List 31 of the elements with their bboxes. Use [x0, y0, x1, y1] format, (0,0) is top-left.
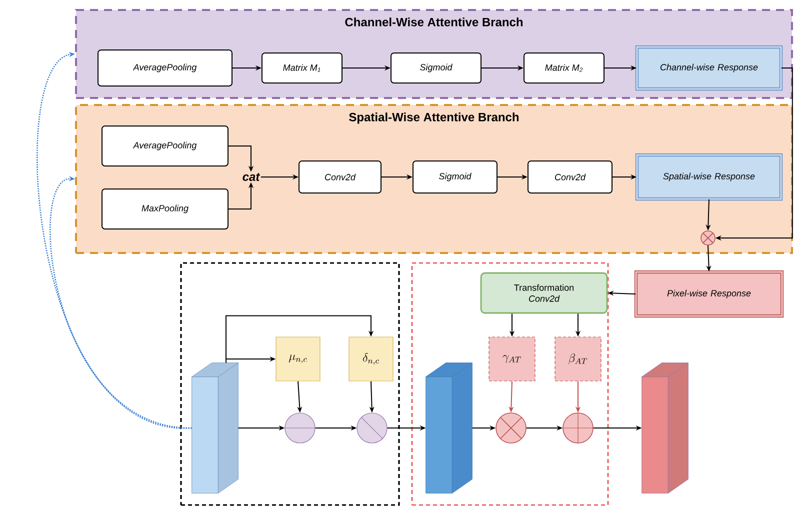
parameter-box: $\beta_{AT}$	[554, 336, 602, 382]
subtract-operator	[284, 412, 316, 444]
arrow	[226, 315, 374, 364]
feature-map-block	[642, 362, 688, 494]
process-box: Conv2d	[298, 160, 382, 194]
feature-map-block	[192, 362, 238, 494]
response-box: Channel-wise Response	[635, 45, 783, 91]
process-box: AveragePooling	[102, 126, 228, 166]
process-box: Sigmoid	[390, 52, 482, 84]
process-box: Matrix M$_{1}$	[262, 52, 342, 84]
process-box: AveragePooling	[98, 50, 232, 86]
statistic-box: $\mu_{n,c}$	[276, 336, 320, 382]
multiply-operator	[700, 230, 716, 246]
response-box: Pixel-wise Response	[634, 270, 784, 318]
statistic-box: $\delta_{n,c}$	[348, 336, 394, 382]
process-box: Conv2d	[528, 160, 612, 194]
process-box: Matrix M$_{2}$	[524, 52, 604, 84]
response-box: Spatial-wise Response	[635, 153, 783, 201]
parameter-box: $\gamma_{AT}$	[488, 336, 536, 382]
normalization-frame	[180, 262, 400, 506]
process-box: Sigmoid	[412, 160, 498, 194]
transformation-box: Transformation Conv2d	[480, 272, 608, 314]
arrow	[36, 52, 192, 429]
feature-map-block	[426, 362, 472, 494]
divide-operator	[356, 412, 388, 444]
modulation-frame	[411, 262, 609, 506]
process-box: MaxPooling	[102, 188, 228, 230]
add-operator	[562, 412, 594, 444]
arrow	[50, 176, 192, 429]
operator-label: cat	[242, 173, 260, 181]
multiply-operator	[496, 412, 526, 444]
